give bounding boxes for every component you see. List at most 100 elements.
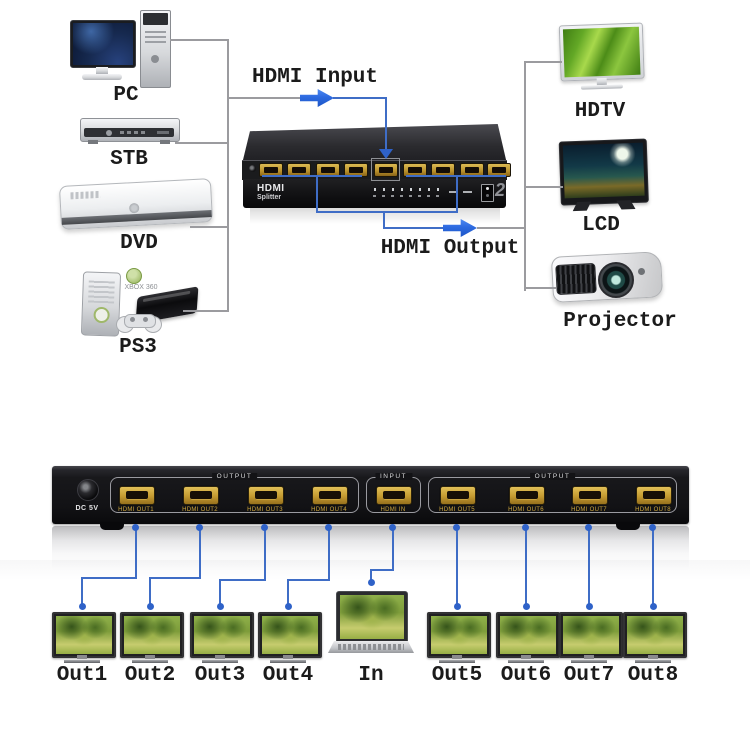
game-controller [116,312,162,333]
cable-dot [285,603,292,610]
endpoint-laptop-in [328,591,416,655]
splitter-top-face [242,124,507,164]
port-label-out2: HDMI OUT2 [182,507,218,513]
dc-power-label: DC 5V [75,505,99,512]
label-in: In [358,664,384,687]
label-out3: Out3 [194,664,246,687]
cable-dot [132,524,139,531]
endpoint-monitor-out7 [559,612,623,658]
splitter-front-face: HDMI Splitter 2 [243,179,506,208]
label-lcd: LCD [582,214,620,237]
cable-dot [147,603,154,610]
monitor-stand [132,655,168,663]
port-hdmi-out5 [440,486,476,505]
endpoint-monitor-out2 [120,612,184,658]
splitter-badge-2: 2 [495,180,506,200]
connector-input-branch [228,97,302,99]
label-out8: Out8 [627,664,679,687]
cable-dot [196,524,203,531]
endpoint-monitor-out8 [623,612,687,658]
label-out1: Out1 [56,664,108,687]
cable-out1 [81,579,83,605]
dc-power-jack [77,479,99,501]
connector-input-to-port-v [385,98,387,149]
cable-dot [79,603,86,610]
port-label-out1: HDMI OUT1 [118,507,154,513]
endpoint-monitor-out4 [258,612,322,658]
label-pc: PC [113,84,139,107]
rear-panel-foot-left [100,522,124,530]
port-hdmi-out8 [636,486,672,505]
label-out4: Out4 [262,664,314,687]
display-projector-illustration [550,246,664,308]
cable-out2 [199,529,201,579]
connector-dvd [190,226,228,228]
cable-out7 [588,529,590,605]
source-ps3-illustration: XBOX 360 [76,260,200,337]
monitor-stand [270,655,306,663]
port-label-out3: HDMI OUT3 [247,507,283,513]
cable-in [392,529,394,571]
port-hdmi-out4 [312,486,348,505]
bracket-stub-left [316,175,318,213]
label-stb: STB [110,148,148,171]
cable-dot [454,603,461,610]
cable-dot [585,524,592,531]
hdmi-input-label: HDMI Input [251,66,379,89]
source-stb-illustration [80,116,180,148]
label-out2: Out2 [124,664,176,687]
cable-out6 [525,529,527,605]
endpoint-monitor-out5 [427,612,491,658]
port-hdmi-out7 [572,486,608,505]
xbox-badge-text: XBOX 360 [124,284,158,291]
cable-dot [453,524,460,531]
pc-tower [140,10,171,88]
splitter-front-marks [449,191,475,193]
label-out7: Out7 [563,664,615,687]
endpoint-monitor-out6 [496,612,560,658]
cable-out4 [287,581,289,605]
output-group-2-box: OUTPUT [428,473,677,513]
splitter-brand-splitter: Splitter [257,194,282,201]
rear-panel-foot-right [616,522,640,530]
splitter-top-port-input [374,163,398,177]
splitter-top-power-jack [249,165,256,172]
pc-monitor [70,20,136,68]
splitter-brand-hdmi: HDMI [257,183,285,194]
cable-out3 [219,579,266,581]
cable-dot [325,524,332,531]
cable-dot [650,603,657,610]
label-dvd: DVD [120,232,158,255]
connector-output-h1 [383,227,445,229]
connector-stb [175,142,228,144]
cable-out8 [652,529,654,605]
cable-out2 [149,579,151,605]
label-ps3: PS3 [119,336,157,359]
splitter-led-row [374,188,444,191]
output-group-1-title: OUTPUT [211,473,258,480]
output-group-2-title: OUTPUT [529,473,576,480]
source-pc-illustration [60,8,172,88]
splitter-top-port-8 [487,163,511,177]
port-hdmi-out6 [509,486,545,505]
monitor-stand [635,655,671,663]
xbox-logo-icon [126,268,142,284]
cable-dot [586,603,593,610]
port-hdmi-out3 [248,486,284,505]
cable-in [370,569,394,571]
endpoint-monitor-out3 [190,612,254,658]
input-group-box: INPUT [366,473,421,513]
port-label-out5: HDMI OUT5 [439,507,475,513]
splitter-power-switch [481,184,494,202]
cable-out3 [264,529,266,581]
connector-right-bus [524,61,526,291]
cable-dot [261,524,268,531]
cable-out1 [135,529,137,579]
cable-out1 [81,577,137,579]
connector-lcd [524,186,563,188]
connector-ps3 [183,310,228,312]
cable-in [370,571,372,581]
endpoint-monitor-out1 [52,612,116,658]
splitter-led-ticks [373,195,445,197]
connector-projector [524,287,556,289]
